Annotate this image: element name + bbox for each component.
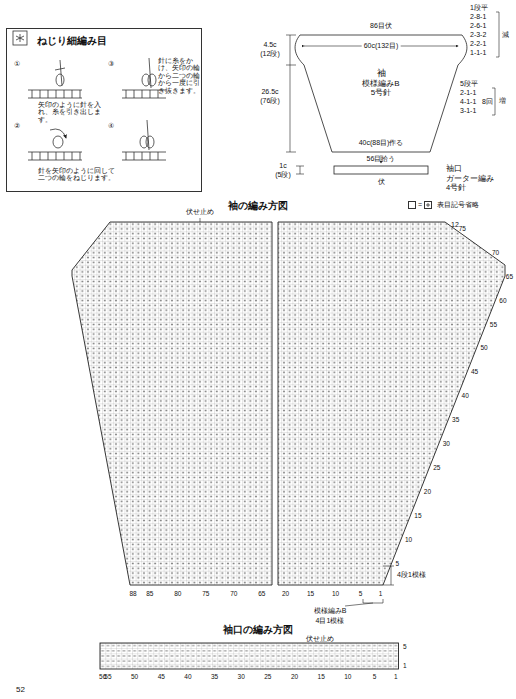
row-number: 1 [379, 590, 383, 597]
label-text: 40c(88目)作る [359, 139, 404, 147]
row-number: 10 [332, 590, 339, 597]
label-text: 4段1模様 [397, 571, 426, 579]
label-text: 伏せ止め [306, 635, 334, 643]
label-text: 2-6-1 [470, 22, 486, 30]
row-number: 80 [174, 590, 181, 597]
row-number: 45 [158, 673, 165, 680]
row-number: 5 [403, 643, 407, 650]
row-number: 30 [443, 440, 450, 447]
row-number: 40 [462, 392, 469, 399]
legend: = 表目記号省略 [408, 200, 479, 210]
label-text: 矢印のように針を入れ、糸を引き出します。 [38, 101, 114, 123]
label-text: 56目拾う [367, 155, 396, 163]
node-text: 模様編みB [341, 79, 421, 89]
label-text: 2-3-2 [470, 31, 486, 39]
label-text: 4.5c [263, 41, 276, 49]
cuff-chart [100, 643, 399, 669]
label-text: 2-8-1 [470, 13, 486, 21]
row-number: 65 [258, 590, 265, 597]
row-number: 5 [373, 673, 377, 680]
node-title: 袖口 [446, 164, 506, 174]
label-text: 針を矢印のように回して二つの輪をねじります。 [38, 167, 118, 182]
row-number: 15 [414, 512, 421, 519]
row-number: 35 [452, 416, 459, 423]
label-text: = [418, 201, 422, 208]
label-text: 針に糸をかけ、矢印の輪から二つの輪から一度に引き抜きます。 [158, 57, 200, 94]
row-number: 50 [480, 345, 487, 352]
label-text: ① [14, 60, 20, 68]
row-number: 45 [471, 369, 478, 376]
row-number: 15 [307, 590, 314, 597]
row-number: 1 [403, 662, 407, 669]
label-text: 3-1-1 [460, 107, 476, 115]
label-text: 1段平 [470, 4, 488, 12]
label-text: 5段平 [460, 80, 478, 88]
row-number: 25 [433, 464, 440, 471]
row-number: 15 [318, 673, 325, 680]
stitch-illustration [13, 31, 166, 160]
row-number: 1 [394, 673, 398, 680]
row-number: 70 [230, 590, 237, 597]
row-number: 30 [238, 673, 245, 680]
label-text: 52 [16, 685, 25, 694]
row-number: 20 [291, 673, 298, 680]
label-text: 4目1模様 [316, 617, 345, 625]
label-text: 1c [279, 162, 286, 170]
row-number: 25 [264, 673, 271, 680]
row-number: 10 [405, 536, 412, 543]
label-text: 減 [502, 31, 509, 39]
sleeve-schematic [286, 12, 499, 174]
row-number: 5 [395, 560, 399, 567]
row-number: 75 [202, 590, 209, 597]
label-text: ② [14, 122, 20, 130]
cuff-shape: 袖口ガーター編み4号針 [446, 164, 506, 192]
label-text: 増 [499, 97, 506, 105]
row-number: 85 [146, 590, 153, 597]
row-number: 20 [424, 488, 431, 495]
node-text: ガーター編み [446, 174, 506, 183]
node-text: 4号針 [446, 183, 506, 192]
label-text: ③ [108, 60, 114, 68]
sleeve-chart [72, 218, 505, 606]
node-title: ねじり細編み目 [37, 35, 201, 47]
label-text: 60c(132目) [362, 42, 401, 50]
label-text: 模様編みB [314, 607, 347, 615]
label-text: 2-2-1 [470, 40, 486, 48]
row-number: 5 [359, 590, 363, 597]
label-text: ④ [108, 122, 114, 130]
label-text: 86目伏 [370, 22, 392, 30]
label-text: 26.5c [261, 88, 278, 96]
label-text: 2-1-1 [460, 89, 476, 97]
row-number: 65 [506, 273, 513, 280]
legend-swatch [408, 201, 416, 209]
row-number: 40 [184, 673, 191, 680]
row-number: 55 [104, 673, 111, 680]
row-number: 88 [129, 590, 136, 597]
row-number: 20 [282, 590, 289, 597]
sleeve-shape: 袖模様編みB5号針 [341, 68, 421, 98]
label-text: 袖口の編み方図 [223, 625, 293, 636]
row-number: 10 [344, 673, 351, 680]
label-text: (5段) [275, 171, 291, 179]
label-text: 8回 [482, 98, 493, 106]
label-text: 1-1-1 [470, 49, 486, 57]
row-number: 50 [131, 673, 138, 680]
label-text: 伏せ止め [186, 208, 214, 216]
row-number: 70 [492, 249, 499, 256]
label-text: 4-1-1 [460, 98, 476, 106]
label-text: 12 [451, 221, 459, 229]
row-number: 75 [459, 225, 466, 232]
node-title: 袖 [341, 68, 421, 79]
legend-text: 表目記号省略 [437, 201, 479, 208]
label-text: (12段) [260, 50, 279, 58]
label-text: (76段) [260, 97, 279, 105]
row-number: 55 [490, 321, 497, 328]
label-text: 袖の編み方図 [228, 201, 288, 212]
row-number: 35 [211, 673, 218, 680]
label-text: 伏 [378, 178, 385, 186]
row-number: 60 [499, 297, 506, 304]
node-text: 5号針 [341, 88, 421, 98]
legend-swatch [424, 201, 432, 209]
